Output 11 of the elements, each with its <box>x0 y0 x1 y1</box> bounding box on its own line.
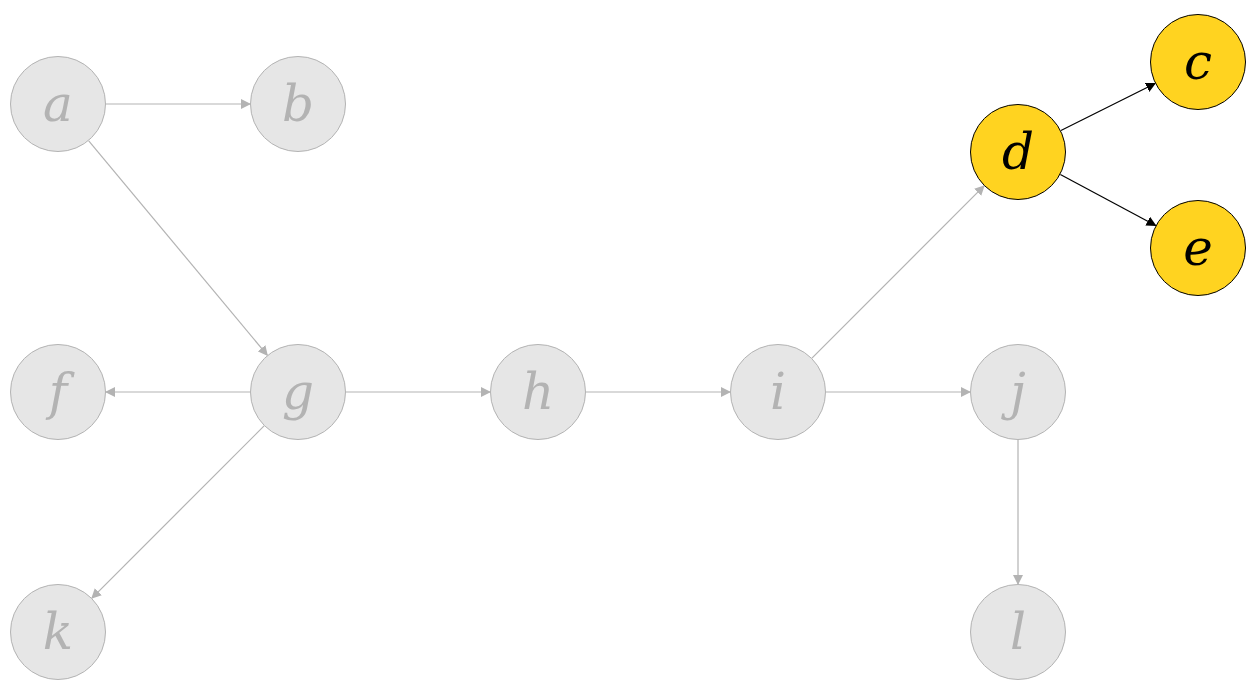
arrow <box>1060 82 1156 132</box>
arrow <box>1059 174 1157 226</box>
arrow <box>1013 439 1023 585</box>
arrow <box>105 387 251 397</box>
arrow <box>825 387 971 397</box>
arrow <box>345 387 491 397</box>
arrow <box>88 140 268 356</box>
arrow <box>105 99 251 109</box>
arrow <box>811 185 985 359</box>
arrow <box>91 425 265 599</box>
arrow <box>585 387 731 397</box>
